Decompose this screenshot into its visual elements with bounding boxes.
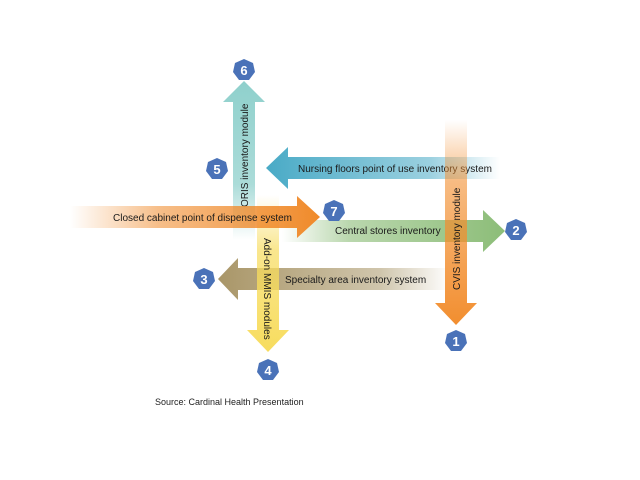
badge-3-number: 3 [200, 272, 207, 287]
badge-5: 5 [206, 158, 228, 179]
badge-5-shape [206, 158, 228, 179]
badge-6: 6 [233, 59, 255, 80]
addon-mmis-arrow-label: Add-on MMIS modules [261, 238, 272, 340]
badge-1-shape [445, 330, 467, 351]
badge-2: 2 [505, 219, 527, 240]
badge-6-number: 6 [240, 63, 247, 78]
badge-7-shape [323, 200, 345, 221]
oris-arrow [223, 81, 265, 240]
cvis-arrow [435, 120, 477, 325]
cvis-arrow-label: CVIS inventory module [452, 187, 463, 290]
badge-4-number: 4 [264, 363, 272, 378]
badge-2-shape [505, 219, 527, 240]
closed-cabinet-arrow-label: Closed cabinet point of dispense system [113, 213, 292, 224]
badge-4: 4 [257, 359, 279, 380]
nursing-arrow [266, 147, 500, 189]
badge-1-number: 1 [452, 334, 459, 349]
badge-3: 3 [193, 268, 215, 289]
oris-arrow-label: ORIS inventory module [240, 103, 251, 207]
badge-4-shape [257, 359, 279, 380]
badge-2-number: 2 [512, 223, 519, 238]
central-stores-arrow-label: Central stores inventory [335, 226, 441, 237]
badge-7: 7 [323, 200, 345, 221]
addon-mmis-arrow [247, 195, 289, 352]
source-caption: Source: Cardinal Health Presentation [155, 397, 304, 407]
closed-cabinet-arrow [70, 196, 320, 238]
badge-1: 1 [445, 330, 467, 351]
badge-3-shape [193, 268, 215, 289]
badge-6-shape [233, 59, 255, 80]
badge-5-number: 5 [213, 162, 220, 177]
specialty-arrow-label: Specialty area inventory system [285, 275, 426, 286]
badge-7-number: 7 [330, 204, 337, 219]
nursing-arrow-label: Nursing floors point of use inventory sy… [298, 164, 492, 175]
